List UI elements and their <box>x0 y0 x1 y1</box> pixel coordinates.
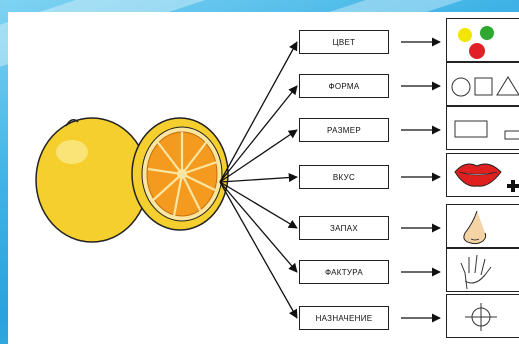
diagram <box>35 37 441 323</box>
label-smell: ЗАПАХ <box>299 216 389 240</box>
hand-icon <box>446 248 519 292</box>
label-texture: ФАКТУРА <box>299 260 389 284</box>
arrows-to-icons <box>401 37 441 323</box>
size-rectangles-icon <box>446 106 519 150</box>
label-color: ЦВЕТ <box>299 30 389 54</box>
arrows-to-labels <box>219 41 298 319</box>
label-taste: ВКУС <box>299 165 389 189</box>
lips-plus-icon <box>446 153 519 197</box>
label-size: РАЗМЕР <box>299 118 389 142</box>
grapefruit-icon <box>35 117 229 243</box>
crosshair-icon <box>446 294 519 338</box>
slide <box>8 12 519 344</box>
nose-icon <box>446 204 519 248</box>
label-shape: ФОРМА <box>299 74 389 98</box>
shapes-icon <box>446 62 519 106</box>
colored-circles-icon <box>446 18 519 62</box>
label-purpose: НАЗНАЧЕНИЕ <box>299 306 389 330</box>
